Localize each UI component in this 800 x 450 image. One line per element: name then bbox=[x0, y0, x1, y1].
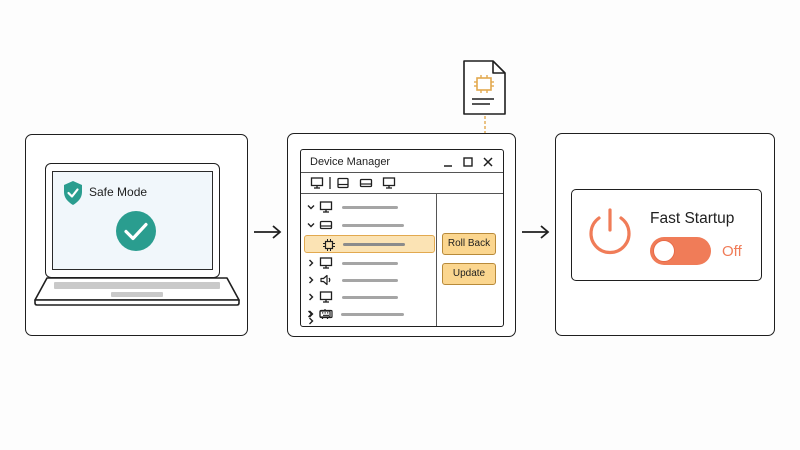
device-tree-item[interactable] bbox=[303, 306, 433, 322]
drive-icon bbox=[319, 220, 333, 230]
chip-icon bbox=[323, 239, 335, 251]
safe-mode-label: Safe Mode bbox=[89, 185, 148, 199]
chevron-right-icon[interactable] bbox=[306, 258, 316, 268]
device-tree-item[interactable] bbox=[304, 217, 434, 233]
title-separator bbox=[301, 172, 503, 173]
device-manager-panel: Device Manager bbox=[287, 133, 516, 337]
device-tree-item[interactable] bbox=[304, 289, 434, 305]
chevron-down-icon[interactable] bbox=[306, 220, 316, 230]
laptop-display: Safe Mode bbox=[52, 171, 213, 270]
safe-mode-panel: Safe Mode bbox=[25, 134, 248, 336]
device-name-placeholder bbox=[342, 262, 398, 265]
chevron-right-icon[interactable] bbox=[306, 292, 316, 302]
device-name-placeholder bbox=[342, 224, 404, 227]
device-name-placeholder bbox=[342, 279, 398, 282]
shield-check-icon bbox=[64, 181, 82, 205]
check-circle-icon bbox=[116, 211, 156, 251]
fast-startup-card: Fast Startup Off bbox=[571, 189, 762, 281]
device-name-placeholder bbox=[342, 296, 398, 299]
maximize-icon[interactable] bbox=[461, 155, 475, 169]
monitor-icon bbox=[319, 291, 333, 303]
fast-startup-title: Fast Startup bbox=[650, 210, 735, 227]
network-icon bbox=[319, 309, 331, 319]
fast-startup-panel: Fast Startup Off bbox=[555, 133, 775, 336]
device-tree-item[interactable] bbox=[304, 255, 434, 271]
power-icon bbox=[589, 208, 631, 255]
minimize-icon[interactable] bbox=[441, 155, 455, 169]
driver-file-icon bbox=[463, 60, 506, 115]
toolbar-separator bbox=[301, 193, 503, 194]
toolbar-drive-icon[interactable] bbox=[336, 177, 350, 189]
chevron-right-icon[interactable] bbox=[305, 309, 315, 319]
pane-divider bbox=[436, 193, 437, 326]
laptop-screen: Safe Mode bbox=[45, 163, 220, 278]
toolbar-drive-icon[interactable] bbox=[359, 177, 373, 189]
monitor-icon bbox=[319, 201, 333, 213]
laptop-base bbox=[34, 277, 240, 306]
monitor-icon bbox=[319, 257, 333, 269]
device-manager-window: Device Manager bbox=[300, 149, 504, 327]
speaker-icon bbox=[320, 274, 331, 286]
chevron-right-icon[interactable] bbox=[306, 309, 316, 319]
device-name-placeholder bbox=[342, 206, 398, 209]
chevron-right-icon[interactable] bbox=[306, 316, 316, 326]
toolbar-divider bbox=[329, 177, 331, 189]
device-tree-item[interactable] bbox=[304, 199, 434, 215]
roll-back-button[interactable]: Roll Back bbox=[442, 233, 496, 255]
toggle-state-label: Off bbox=[722, 243, 742, 260]
close-icon[interactable] bbox=[481, 155, 495, 169]
device-tree-item[interactable] bbox=[304, 317, 434, 327]
toggle-knob[interactable] bbox=[653, 240, 675, 262]
toolbar-monitor-icon[interactable] bbox=[382, 177, 396, 189]
device-name-placeholder bbox=[343, 243, 405, 246]
chevron-right-icon[interactable] bbox=[306, 275, 316, 285]
device-name-placeholder bbox=[341, 313, 397, 316]
flow-arrow-1 bbox=[254, 225, 282, 239]
flow-arrow-2 bbox=[522, 225, 550, 239]
toolbar-monitor-icon[interactable] bbox=[310, 177, 324, 189]
update-button[interactable]: Update bbox=[442, 263, 496, 285]
fast-startup-toggle[interactable] bbox=[650, 237, 711, 265]
device-tree-item-selected[interactable] bbox=[304, 235, 435, 253]
chevron-down-icon[interactable] bbox=[306, 202, 316, 212]
device-tree-item[interactable] bbox=[304, 272, 434, 288]
device-manager-title: Device Manager bbox=[310, 156, 391, 168]
